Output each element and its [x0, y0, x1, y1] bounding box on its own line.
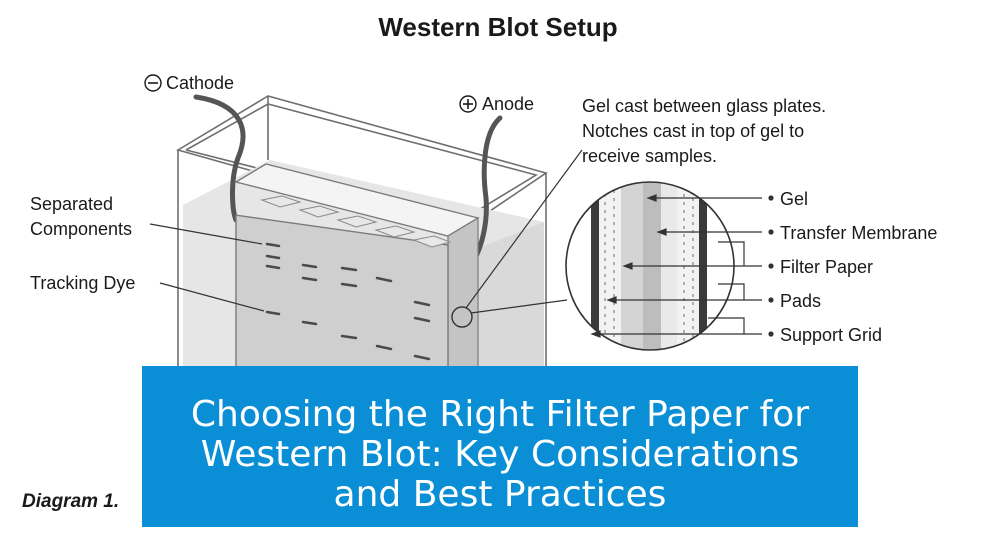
legend-pointers: [590, 194, 774, 338]
title-banner: Choosing the Right Filter Paper for West…: [142, 366, 858, 527]
diagram-caption: Diagram 1.: [22, 491, 119, 512]
legend-transfer-membrane-label: Transfer Membrane: [780, 223, 937, 243]
gel-note-line-3: receive samples.: [582, 146, 717, 166]
tracking-dye-pointer: [159, 282, 265, 312]
tracking-dye-label: Tracking Dye: [30, 273, 135, 293]
minus-icon: [144, 74, 162, 92]
separated-components-label-line-1: Separated: [30, 194, 113, 214]
sample-wells: [260, 195, 452, 248]
magnifier-source-circle: [451, 306, 473, 328]
cathode-wire: [193, 94, 246, 223]
legend-filter-paper-label: Filter Paper: [780, 257, 873, 277]
magnified-cross-section: [565, 181, 735, 351]
protein-bands: [265, 242, 431, 361]
separated-components-pointer: [149, 223, 263, 245]
legend-pads-label: Pads: [780, 291, 821, 311]
gel-note-line-2: Notches cast in top of gel to: [582, 121, 804, 141]
separated-components-label-line-2: Components: [30, 219, 132, 239]
gel-note-line-1: Gel cast between glass plates.: [582, 96, 826, 116]
banner-title: Choosing the Right Filter Paper for West…: [190, 393, 810, 515]
anode-label: Anode: [482, 94, 534, 114]
anode-wire: [467, 115, 503, 269]
legend-support-grid-label: Support Grid: [780, 325, 882, 345]
plus-icon: [459, 95, 477, 113]
diagram-title: Western Blot Setup: [378, 12, 617, 42]
cathode-label: Cathode: [166, 73, 234, 93]
legend-gel-label: Gel: [780, 189, 808, 209]
